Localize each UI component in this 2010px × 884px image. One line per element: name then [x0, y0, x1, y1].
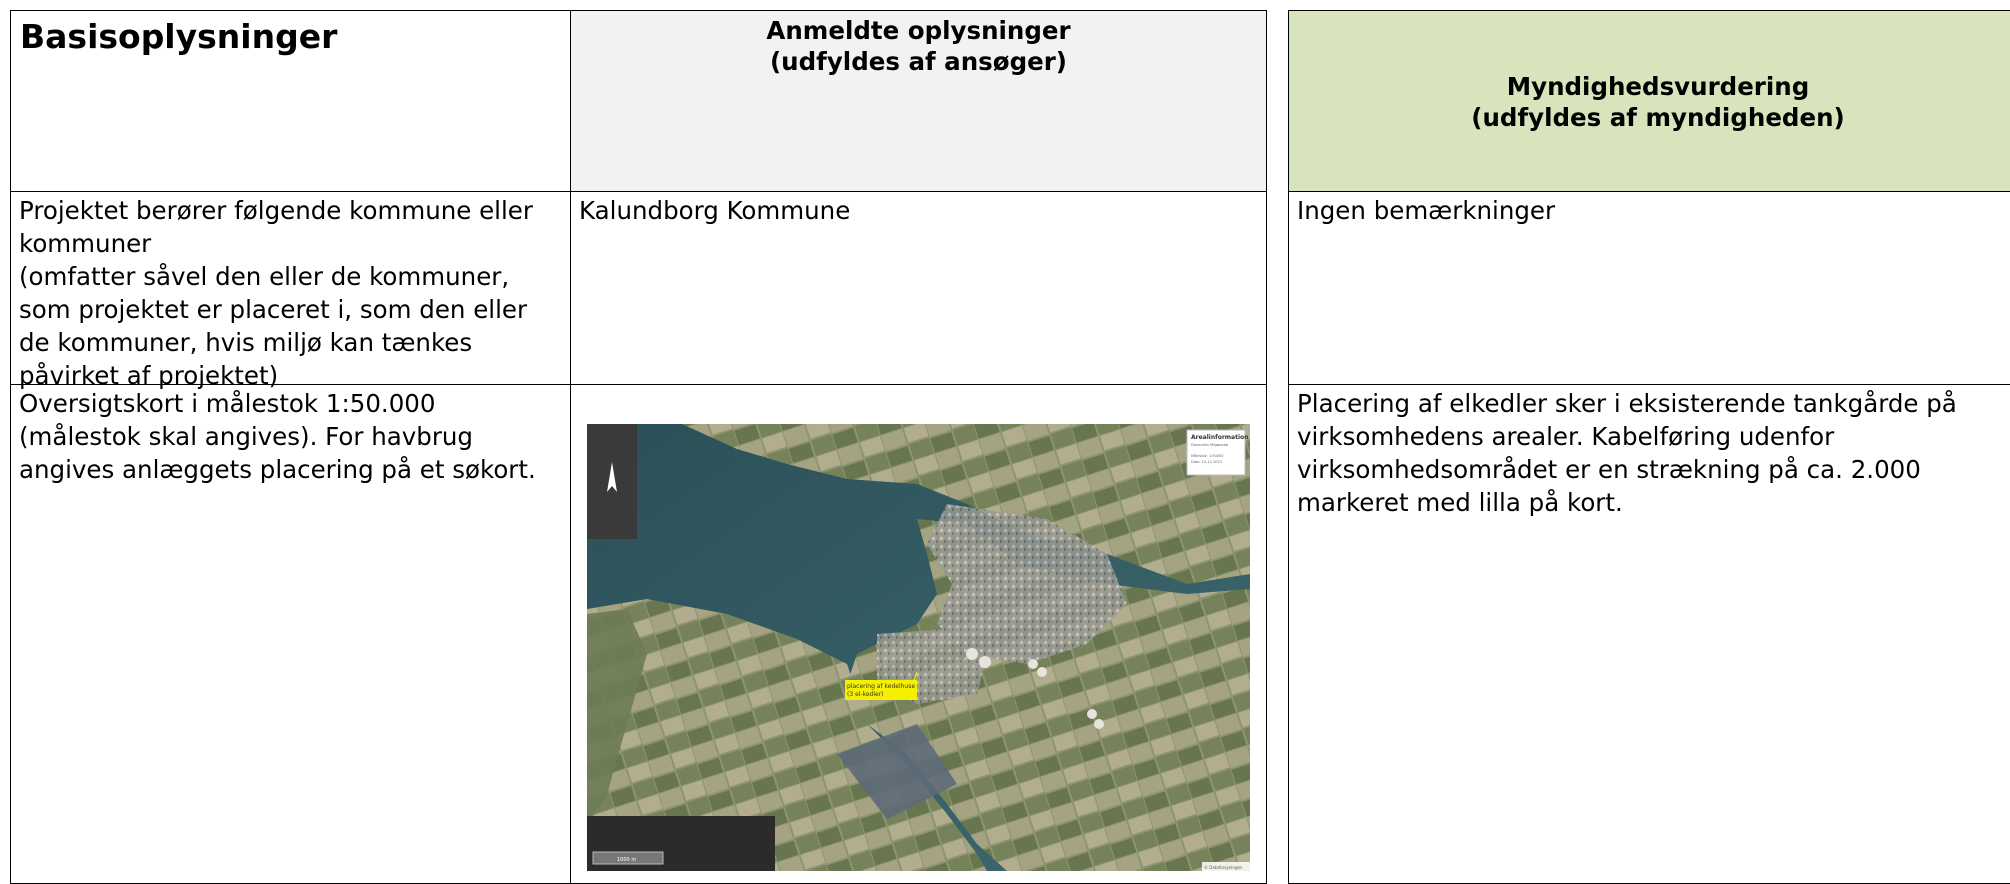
map-annotation-line2: (3 el-kedler): [847, 691, 884, 698]
header-anmeldte: Anmeldte oplysninger (udfyldes af ansøge…: [570, 10, 1267, 192]
col1-title: Basisoplysninger: [20, 17, 338, 56]
row-oversigtskort-authority: Placering af elkedler sker i eksisterend…: [1288, 384, 2010, 884]
north-arrow-icon: [607, 462, 617, 492]
row-kommune-applicant-text: Kalundborg Kommune: [579, 196, 851, 225]
map-legend-scale: Målestok: 1:50000: [1191, 453, 1224, 458]
row-oversigtskort-label-text: Oversigtskort i målestok 1:50.000 (måles…: [19, 389, 536, 484]
map-credit: © Dataforsyningen: [1204, 865, 1243, 870]
col2-title: Anmeldte oplysninger (udfyldes af ansøge…: [766, 16, 1071, 76]
col3-title: Myndighedsvurdering (udfyldes af myndigh…: [1471, 72, 1845, 132]
row-kommune-label: Projektet berører følgende kommune eller…: [10, 191, 571, 390]
row-oversigtskort-label: Oversigtskort i målestok 1:50.000 (måles…: [10, 384, 571, 884]
row-kommune-authority: Ingen bemærkninger: [1288, 191, 2010, 385]
overview-map: Arealinformation Danmarks Miljøportal Må…: [587, 424, 1250, 871]
row-kommune-authority-text: Ingen bemærkninger: [1297, 196, 1556, 225]
map-legend-date: Dato: 10-12-2023: [1191, 460, 1222, 464]
map-annotation-line1: placering af kedelhuse: [847, 683, 915, 690]
map-scalebar-label: 1000 m: [617, 857, 636, 863]
row-oversigtskort-applicant: Arealinformation Danmarks Miljøportal Må…: [570, 384, 1267, 884]
row-oversigtskort-authority-text: Placering af elkedler sker i eksisterend…: [1297, 389, 1957, 517]
map-legend-title: Arealinformation: [1191, 434, 1248, 441]
header-myndighed: Myndighedsvurdering (udfyldes af myndigh…: [1288, 10, 2010, 192]
row-kommune-applicant: Kalundborg Kommune: [570, 191, 1267, 385]
header-basisoplysninger: Basisoplysninger: [10, 10, 571, 192]
row-kommune-label-text: Projektet berører følgende kommune eller…: [19, 196, 533, 390]
map-legend-sub: Danmarks Miljøportal: [1191, 443, 1228, 447]
